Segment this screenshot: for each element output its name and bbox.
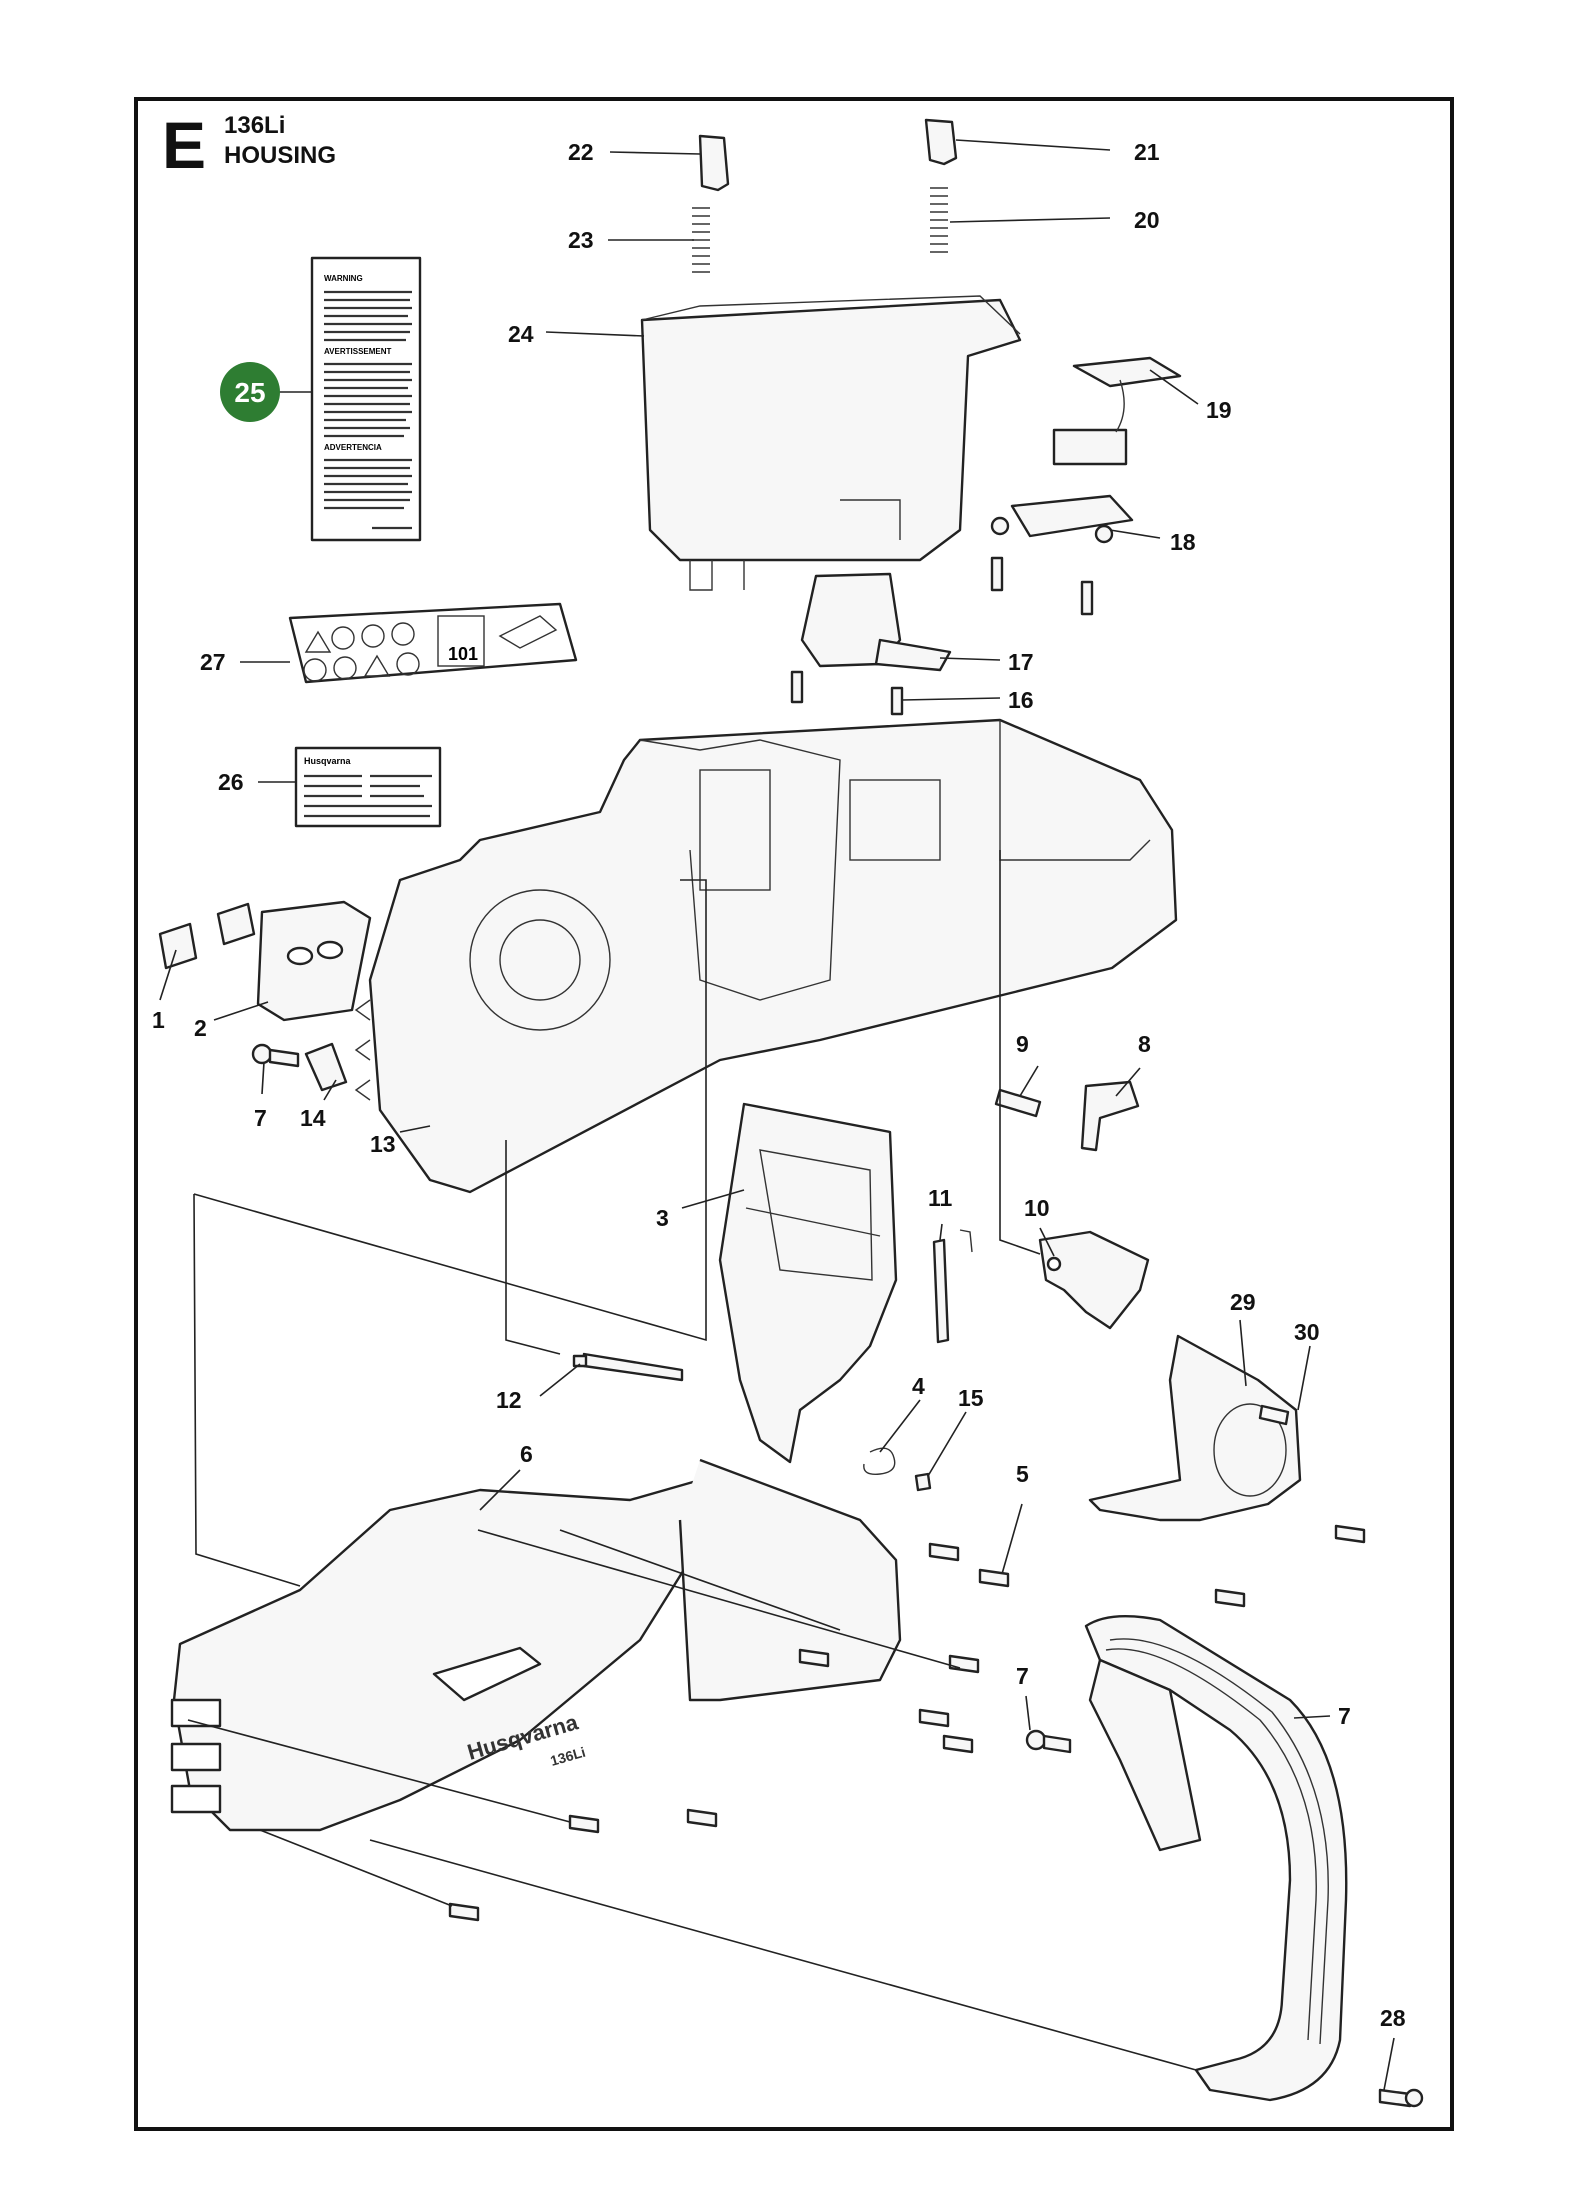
callout-11: 10 (1024, 1195, 1050, 1221)
callout-7-left: 7 (254, 1105, 267, 1131)
decal-heading-avertissement: AVERTISSEMENT (324, 347, 392, 356)
warning-triangle-icon (304, 630, 332, 653)
callout-2: 2 (194, 1015, 207, 1041)
callout-30: 29 (1230, 1289, 1256, 1315)
part-25-battery-housing (640, 295, 1022, 591)
callout-5: 5 (1016, 1461, 1029, 1487)
part-30-motor-cover (1088, 1334, 1302, 1522)
callout-26: 25 (234, 377, 265, 408)
part-1-spring (158, 902, 256, 970)
kickback-warning-icon (363, 654, 391, 677)
part-16-screw (914, 1472, 932, 1492)
part-4-torsion-spring (863, 1447, 896, 1475)
callout-31: 30 (1294, 1319, 1320, 1345)
part-7-screw-left (251, 1043, 300, 1068)
cover-model-text: 136Li (548, 1744, 587, 1769)
callout-6: 6 (520, 1441, 533, 1467)
eye-protection-icon (361, 624, 385, 648)
hearing-protection-icon (391, 622, 415, 646)
callout-7-right: 7 (1016, 1663, 1029, 1689)
callout-18: 17 (1008, 649, 1034, 675)
callout-labels: 22 21 23 20 24 19 18 17 16 27 26 1 2 7 1… (152, 139, 1406, 2031)
part-29-screw (1378, 2088, 1424, 2108)
part-14-main-housing (354, 718, 1178, 1194)
part-28-symbol-decal: 101 (288, 602, 578, 684)
part-21-spring (930, 187, 948, 253)
callout-22: 21 (1134, 139, 1160, 165)
part-26-warning-decal: WARNING AVERTISSEMENT ADVERTENCIA (310, 256, 422, 542)
sound-rating-value: 101 (448, 644, 478, 664)
part-31-screw (1258, 1404, 1290, 1426)
callout-14: 13 (370, 1131, 396, 1157)
part-8-front-handle (1084, 1615, 1348, 2102)
chainsaw-icon (498, 615, 558, 649)
part-20-connector (1052, 356, 1182, 466)
part-23-cap (698, 134, 730, 192)
section-title: HOUSING (224, 142, 337, 169)
callout-28: 27 (200, 649, 226, 675)
callout-24: 23 (568, 227, 594, 253)
read-manual-icon (331, 626, 355, 650)
part-27-rating-plate: Husqvarna (294, 746, 442, 828)
part-12-pin (932, 1229, 973, 1344)
page-frame (134, 97, 1454, 2131)
part-17-screw (790, 670, 904, 716)
callout-25: 24 (508, 321, 534, 347)
part-6-front-cover: Husqvarna 136Li (170, 1458, 902, 1832)
decal-heading-warning: WARNING (324, 274, 363, 283)
part-13-axle-pin (572, 1352, 684, 1382)
decal-heading-advertencia: ADVERTENCIA (324, 443, 382, 452)
cover-screws (448, 1524, 1366, 1922)
part-24-spring (692, 207, 710, 273)
part-2-plate (256, 900, 372, 1022)
part-7-screw-right (1025, 1729, 1072, 1754)
callout-27: 26 (218, 769, 244, 795)
model-name: 136Li (224, 112, 286, 139)
no-one-hand-icon (396, 652, 420, 676)
callout-3: 3 (656, 1205, 669, 1231)
rating-plate-brand: Husqvarna (304, 756, 352, 766)
callout-23: 22 (568, 139, 594, 165)
callout-19: 18 (1170, 529, 1196, 555)
part-15-clip (304, 1042, 348, 1092)
callout-20: 19 (1206, 397, 1232, 423)
part-9-lever (1080, 1080, 1140, 1152)
callout-17: 16 (1008, 687, 1034, 713)
callout-16: 15 (958, 1385, 984, 1411)
part-11-trigger (1038, 1230, 1150, 1330)
callout-8: 7 (1338, 1703, 1351, 1729)
gloves-icon (333, 656, 357, 680)
callout-1: 1 (152, 1007, 165, 1033)
callout-21: 20 (1134, 207, 1160, 233)
callout-9: 8 (1138, 1031, 1151, 1057)
part-19-cover-plate (990, 494, 1134, 616)
no-rain-icon (303, 658, 327, 682)
part-3-rear-handle (718, 1102, 898, 1464)
callout-12: 11 (928, 1185, 953, 1211)
part-18-contact-bracket (800, 572, 952, 672)
callout-15: 14 (300, 1105, 326, 1131)
callout-13: 12 (496, 1387, 522, 1413)
part-22-cap (924, 118, 958, 166)
assembly-lines (187, 850, 1197, 2071)
section-letter: E (162, 108, 207, 182)
callout-29: 28 (1380, 2005, 1406, 2031)
part-10-spring (994, 1088, 1042, 1118)
callout-10: 9 (1016, 1031, 1029, 1057)
callout-leaders (159, 139, 1395, 2091)
callout-4: 4 (912, 1373, 925, 1399)
callout-26-highlighted: 25 (220, 362, 280, 422)
